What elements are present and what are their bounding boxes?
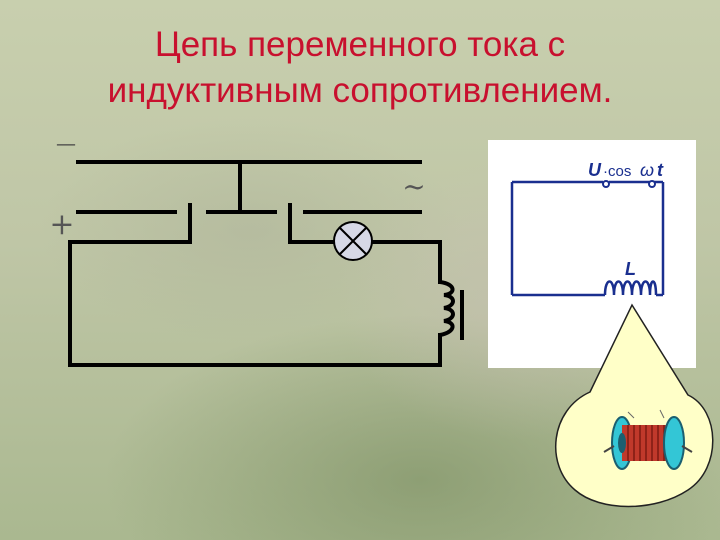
coil-callout (554, 303, 714, 508)
schematic-panel: U ·cos ω t L (488, 140, 696, 368)
dc-plus-label: + (49, 207, 74, 242)
time-label: t (657, 160, 664, 180)
title-line-2: индуктивным сопротивлением. (107, 71, 613, 110)
title-line-1: Цепь переменного тока с (154, 25, 566, 64)
schematic-inductor-icon (603, 280, 658, 296)
inductor-label: L (625, 259, 636, 279)
voltage-label-u: U (588, 160, 602, 180)
ac-label: ~ (402, 170, 425, 203)
coil-icon (603, 409, 693, 470)
inductor-coil-icon (439, 280, 464, 340)
slide-title: Цепь переменного тока с индуктивным сопр… (0, 22, 720, 114)
omega-label: ω (640, 160, 654, 180)
voltage-label-cos: ·cos (603, 163, 631, 180)
dc-minus-label: — (56, 131, 76, 155)
main-circuit (68, 160, 442, 367)
lamp-icon (333, 221, 373, 261)
